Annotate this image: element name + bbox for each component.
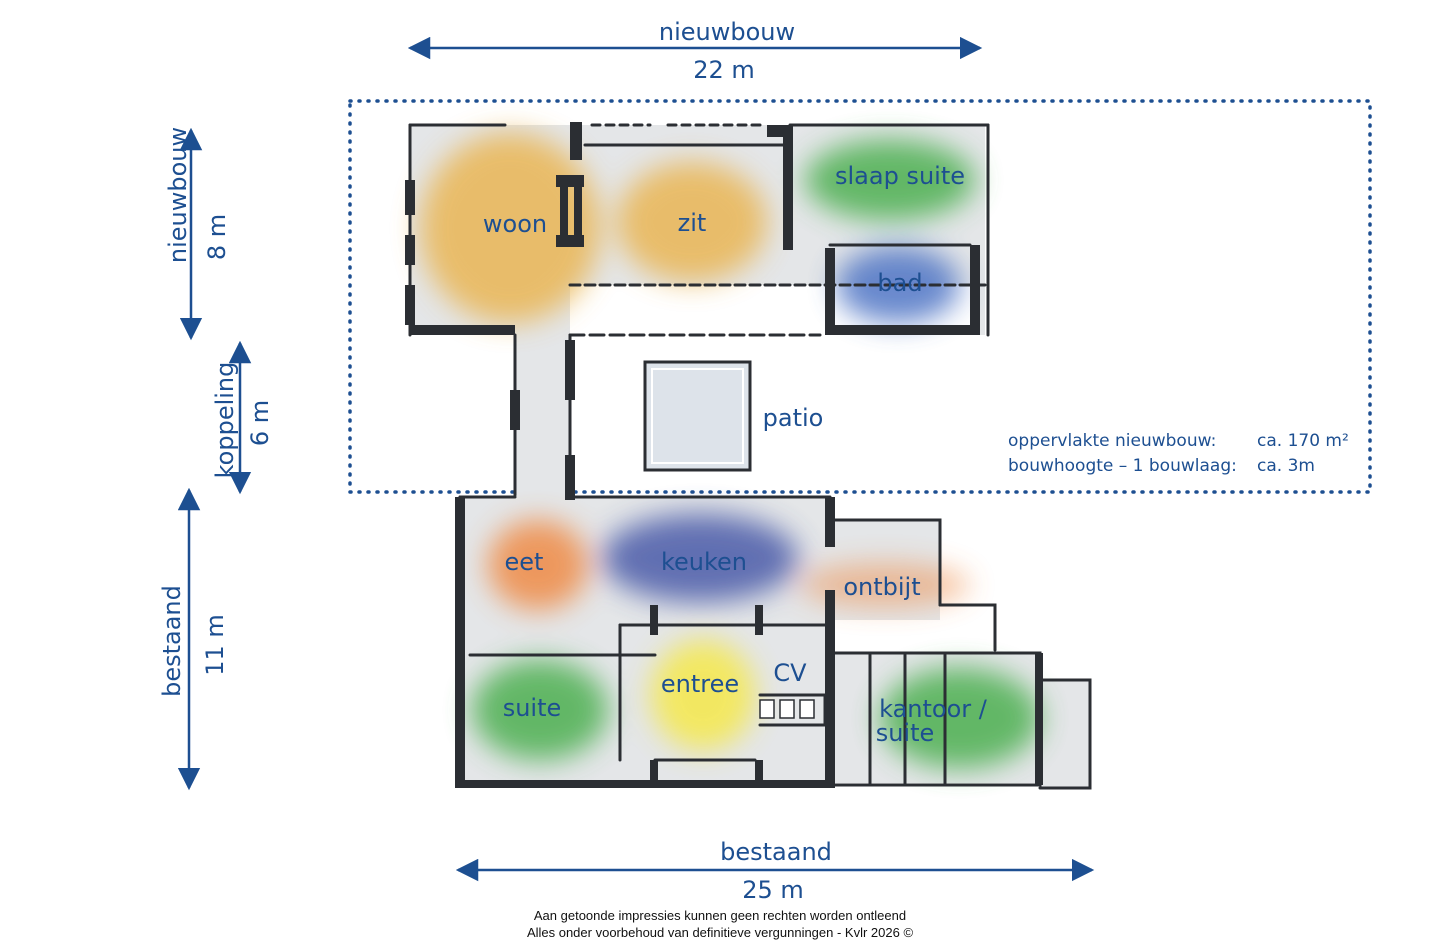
room-label-cv: CV [773, 659, 807, 687]
left-existing-value: 11 m [201, 614, 229, 676]
left-new-label: nieuwbouw [164, 127, 192, 263]
room-label-patio: patio [763, 404, 824, 432]
room-label-kantoor-suite: suite [876, 719, 935, 747]
top-dimension-label: nieuwbouw [659, 18, 795, 46]
left-existing-label: bestaand [158, 585, 186, 697]
bottom-dimension-label: bestaand [720, 838, 832, 866]
room-label-zit: zit [678, 209, 707, 237]
dimension-arrows [177, 36, 1095, 882]
height-value: ca. 3m [1257, 456, 1315, 476]
room-label-woon: woon [483, 210, 547, 238]
disclaimer-line-2: Alles onder voorbehoud van definitieve v… [526, 925, 914, 940]
room-label-ontbijt: ontbijt [843, 573, 920, 601]
left-link-value: 6 m [246, 400, 274, 446]
disclaimer-line-1: Aan getoonde impressies kunnen geen rech… [533, 908, 907, 923]
room-label-kantoor: kantoor / [879, 695, 988, 723]
bottom-dimension-value: 25 m [742, 876, 804, 904]
room-label-bad: bad [877, 269, 922, 297]
top-dimension-value: 22 m [693, 56, 755, 84]
patio-skylight-frame [651, 368, 744, 464]
room-label-eet: eet [505, 548, 544, 576]
new-build-boundary [348, 99, 1372, 494]
area-value: ca. 170 m² [1257, 431, 1349, 451]
left-link-label: koppeling [211, 362, 239, 479]
room-label-entree: entree [661, 670, 739, 698]
height-label: bouwhoogte – 1 bouwlaag: [1008, 456, 1237, 476]
left-new-value: 8 m [203, 214, 231, 260]
patio-skylight [643, 360, 752, 472]
cv-equipment [759, 699, 815, 719]
room-label-keuken: keuken [661, 548, 747, 576]
room-label-suite: suite [503, 694, 562, 722]
room-zones [420, 133, 1040, 768]
thick-walls [405, 122, 1043, 788]
area-label: oppervlakte nieuwbouw: [1008, 431, 1216, 451]
room-label-slaap-suite: slaap suite [835, 162, 965, 190]
